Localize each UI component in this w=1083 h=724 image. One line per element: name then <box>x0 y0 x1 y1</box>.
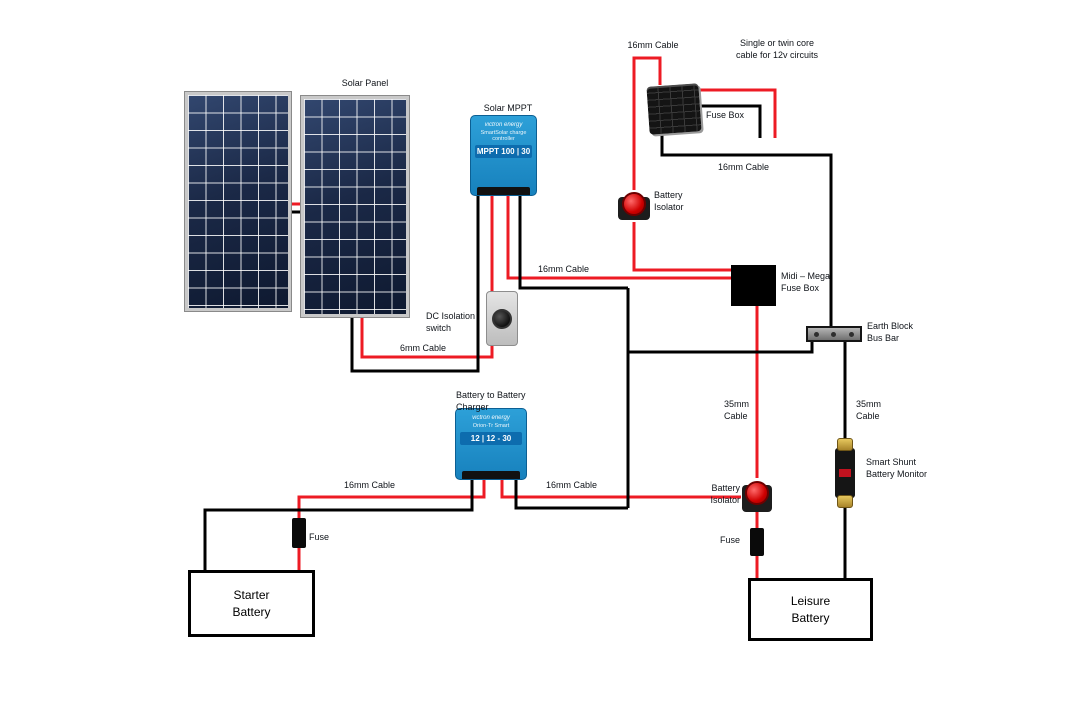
dc-switch-knob <box>492 308 512 329</box>
wire-b2b-to-isolator-positive <box>500 480 741 499</box>
label-earth-block-bus-bar: Earth Block Bus Bar <box>867 321 914 343</box>
label-solar-mppt: Solar MPPT <box>483 103 533 113</box>
inline-fuse-leisure <box>750 528 764 556</box>
cable-label-16mm-bottom-right: 16mm Cable <box>546 480 598 490</box>
solar-mppt-device: victron energy SmartSolar charge control… <box>470 115 537 196</box>
label-fuse-box: Fuse Box <box>706 110 745 120</box>
wire-12v-circuits-negative <box>700 104 762 138</box>
b2b-model-text: 12 | 12 - 30 <box>460 432 522 445</box>
cable-label-16mm-top: 16mm Cable <box>627 40 679 50</box>
label-battery-isolator-top: Battery Isolator <box>654 190 684 212</box>
battery-isolator-bottom-device <box>741 478 773 512</box>
label-solar-panel: Solar Panel <box>341 78 389 88</box>
shunt-stripe <box>839 469 851 477</box>
cable-label-35mm-left: 35mm Cable <box>724 399 750 421</box>
starter-battery-label: Starter Battery <box>232 588 271 619</box>
leisure-battery-box: Leisure Battery <box>748 578 873 641</box>
victron-logo: victron energy <box>472 415 510 421</box>
label-battery-to-battery-charger: Battery to Battery Charger <box>456 390 526 412</box>
b2b-type-text: Orion-Tr Smart <box>472 423 510 429</box>
wire-fusebox-earth-negative <box>660 133 833 326</box>
wire-b2b-earth-negative <box>514 480 628 510</box>
b2b-terminals <box>462 471 520 479</box>
battery-isolator-top-device <box>617 190 651 220</box>
dc-isolation-switch-device <box>486 291 518 346</box>
mppt-terminals <box>477 187 530 195</box>
shunt-terminal-bottom <box>837 495 853 508</box>
solar-panel-right <box>300 95 410 318</box>
wire-mppt-earth-negative <box>518 196 814 508</box>
earth-block-bus-bar-device <box>806 326 862 342</box>
wire-pv-positive <box>360 196 494 359</box>
smart-shunt-device <box>833 438 857 508</box>
leisure-battery-label: Leisure Battery <box>790 594 831 625</box>
cable-label-35mm-right: 35mm Cable <box>856 399 882 421</box>
isolator-knob <box>745 481 769 506</box>
starter-battery-box: Starter Battery <box>188 570 315 637</box>
label-fuse-left: Fuse <box>309 532 330 542</box>
wire-pv-negative <box>350 196 480 373</box>
wire-b2b-to-starter-positive <box>297 480 486 570</box>
victron-logo: victron energy <box>484 122 523 128</box>
wire-b2b-to-starter-negative <box>203 480 474 570</box>
cable-label-16mm-bottom-left: 16mm Cable <box>344 480 396 490</box>
solar-panel-left <box>184 91 292 312</box>
wire-12v-circuits-positive <box>700 88 777 138</box>
inline-fuse-starter <box>292 518 306 548</box>
midi-mega-fuse-box-device <box>731 265 776 306</box>
fuse-box-device <box>646 83 702 135</box>
mppt-model-text: MPPT 100 | 30 <box>475 145 532 158</box>
wire-isolator-to-fusebox-positive <box>632 56 662 190</box>
wire-isolator-to-midi-positive <box>632 222 731 272</box>
cable-label-16mm-mid: 16mm Cable <box>538 264 590 274</box>
label-smart-shunt: Smart Shunt Battery Monitor <box>866 457 928 479</box>
cable-label-16mm-right: 16mm Cable <box>718 162 770 172</box>
shunt-terminal-top <box>837 438 853 451</box>
label-fuse-right: Fuse <box>720 535 741 545</box>
label-dc-isolation-switch: DC Isolation switch <box>426 311 476 333</box>
label-midi-mega-fuse-box: Midi – Mega Fuse Box <box>781 271 831 293</box>
battery-to-battery-charger-device: victron energy Orion-Tr Smart 12 | 12 - … <box>455 408 527 480</box>
label-single-or-twin-core: Single or twin core cable for 12v circui… <box>735 38 819 60</box>
wire-mppt-battery-positive <box>506 196 731 280</box>
mppt-type-text: SmartSolar charge controller <box>480 130 527 142</box>
label-battery-isolator-bottom: Battery Isolator <box>710 483 740 505</box>
cable-label-6mm: 6mm Cable <box>400 343 447 353</box>
isolator-knob <box>622 191 646 216</box>
